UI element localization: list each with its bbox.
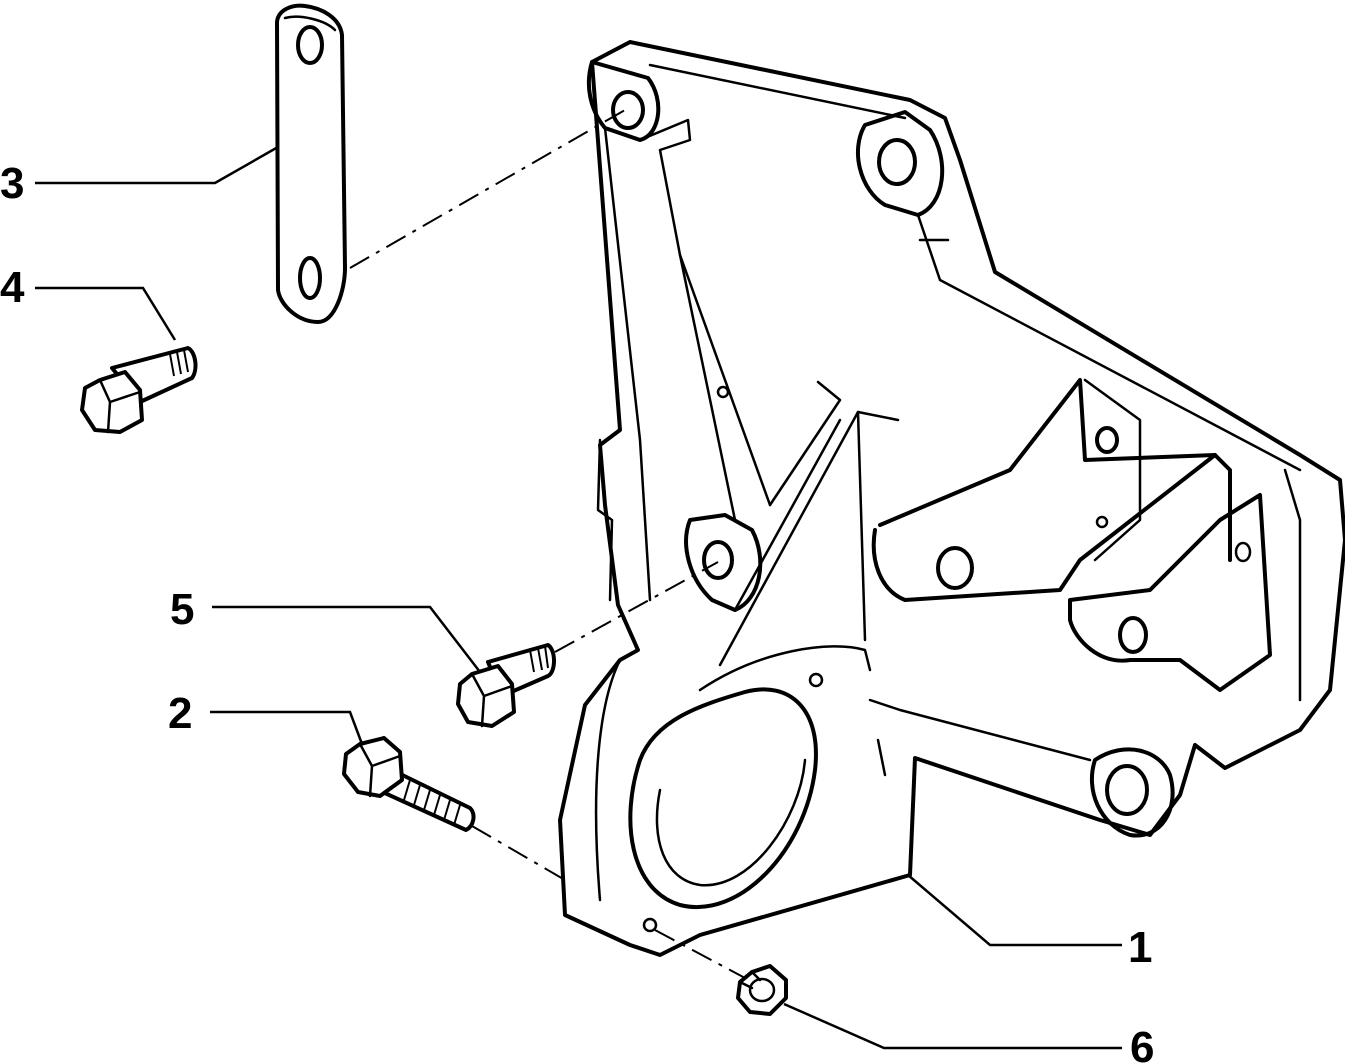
assembly-centerlines (349, 109, 746, 979)
callout-label-6: 6 (1130, 1023, 1154, 1063)
leader-line-4 (35, 286, 177, 341)
leader-line-6 (783, 1002, 1122, 1050)
leader-line-2 (210, 710, 364, 745)
nut-part-6 (736, 964, 788, 1016)
link-plate-part-3 (275, 3, 347, 324)
leader-line-5 (212, 605, 481, 673)
bolt-part-2 (342, 736, 476, 832)
callout-label-3: 3 (0, 159, 24, 208)
bolt-part-5 (456, 643, 556, 728)
callout-label-5: 5 (170, 585, 194, 634)
callout-labels: 1 2 3 4 5 6 (0, 159, 1154, 1063)
leader-line-3 (35, 145, 279, 185)
callout-label-2: 2 (168, 689, 192, 738)
callout-label-1: 1 (1128, 923, 1152, 972)
leader-line-1 (907, 874, 1122, 947)
callout-label-4: 4 (0, 263, 25, 312)
bolt-part-4 (80, 346, 198, 434)
bracket-part-1 (558, 40, 1345, 957)
leader-lines (35, 145, 1122, 1050)
